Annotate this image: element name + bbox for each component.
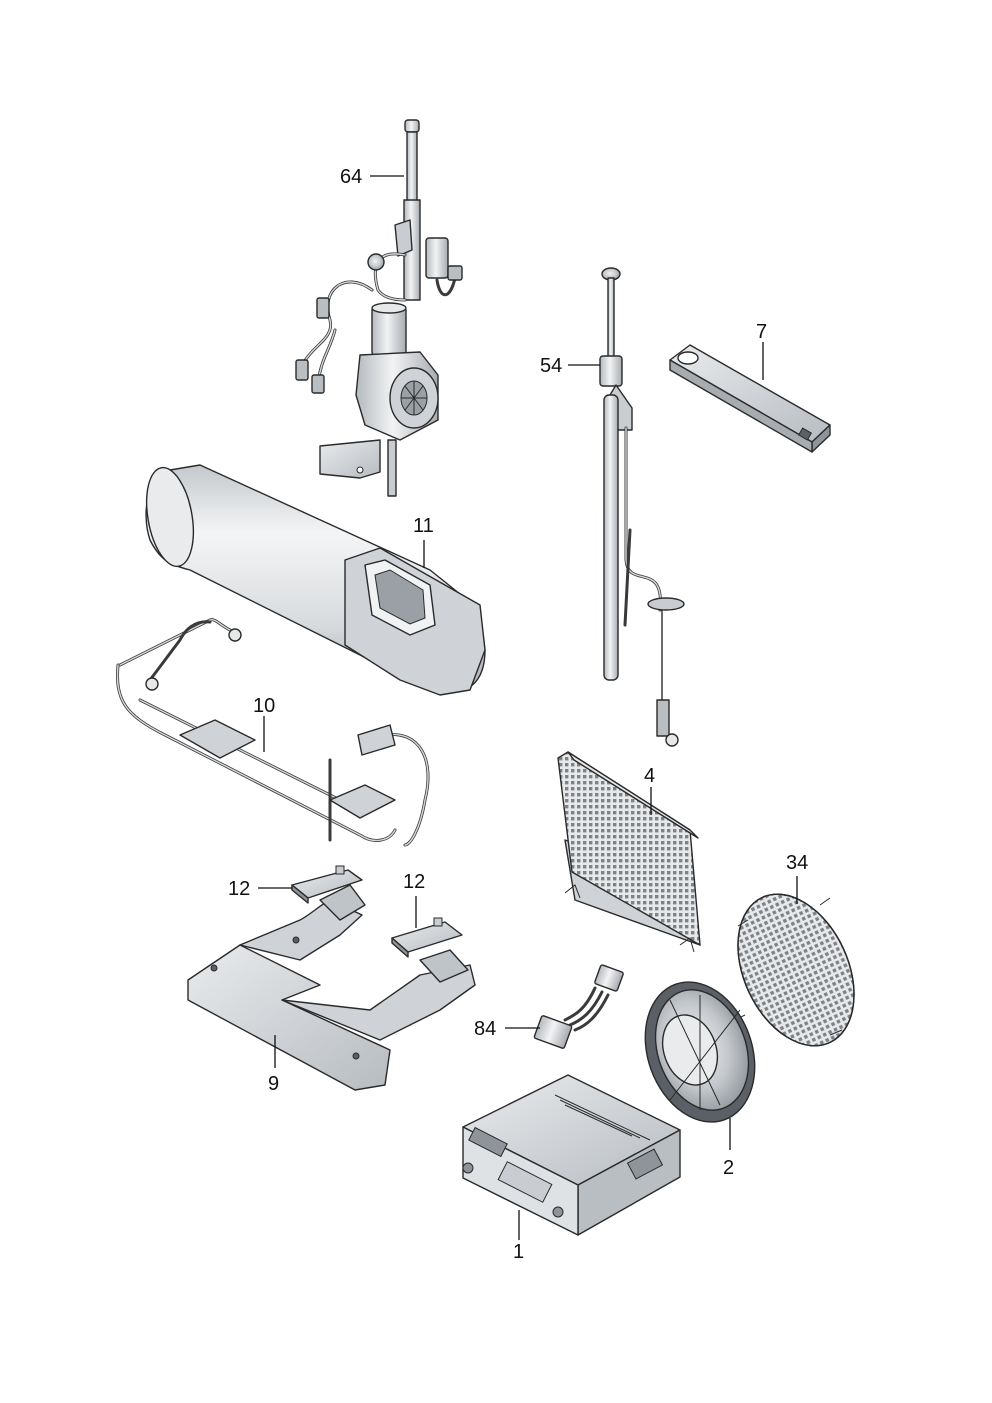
- mounting-frame-part: [116, 618, 430, 847]
- callout-12-right: 12: [403, 871, 425, 893]
- callout-84: 84: [474, 1018, 496, 1040]
- clamp-part-right: [391, 917, 463, 958]
- round-grille-part: [734, 893, 855, 1047]
- callout-11: 11: [413, 515, 434, 537]
- callout-64: 64: [340, 166, 362, 188]
- callout-2: 2: [723, 1157, 734, 1179]
- protective-cover-part: [145, 464, 486, 696]
- callout-1: 1: [513, 1241, 524, 1263]
- callout-4: 4: [644, 765, 655, 787]
- rectangular-grille-part: [557, 751, 701, 953]
- adapter-harness-part: [533, 964, 624, 1049]
- callout-12-left: 12: [228, 878, 250, 900]
- radio-unit-part: [462, 1074, 681, 1236]
- power-antenna-part: [295, 119, 463, 497]
- callout-34: 34: [786, 852, 808, 874]
- clamp-part-left: [291, 865, 363, 904]
- loudspeaker-part: [644, 981, 756, 1123]
- callout-54: 54: [540, 355, 562, 377]
- callout-9: 9: [268, 1073, 279, 1095]
- roof-antenna-part: [599, 267, 685, 747]
- base-plate-part: [187, 884, 476, 1091]
- callout-10: 10: [253, 695, 275, 717]
- mounting-bracket-part: [669, 344, 831, 453]
- callout-7: 7: [756, 321, 767, 343]
